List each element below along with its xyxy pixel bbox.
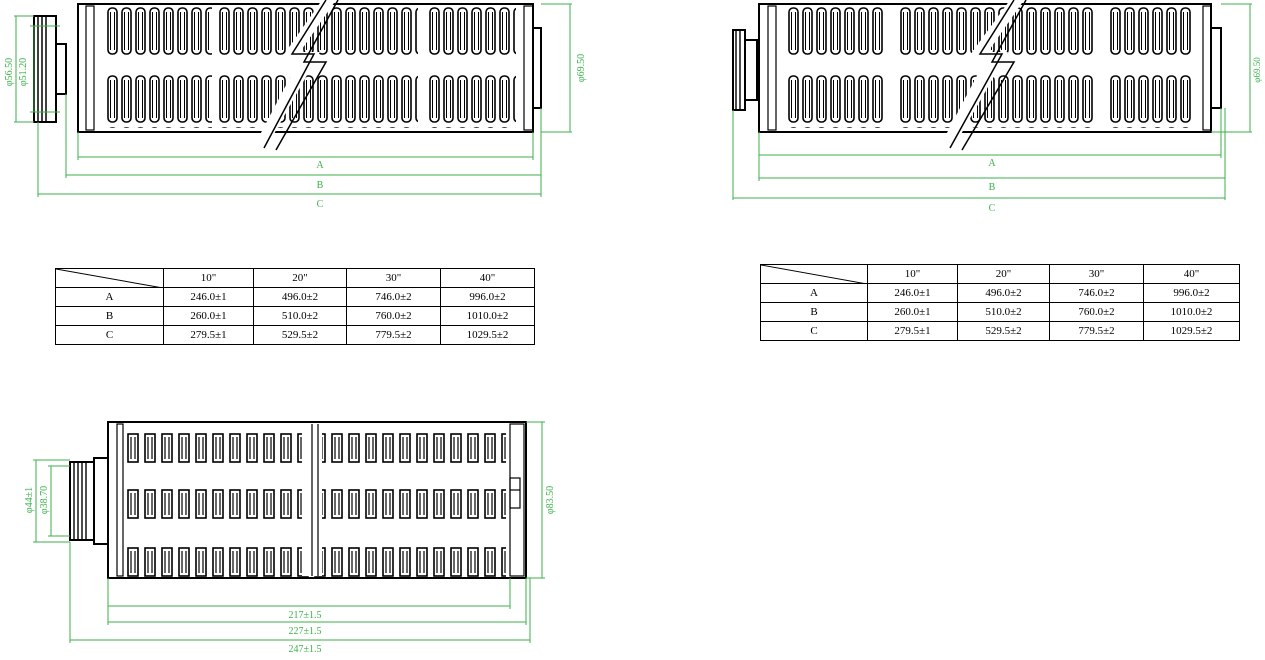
- table-cell: 996.0±2: [440, 287, 535, 307]
- table-cell: 760.0±2: [346, 306, 441, 326]
- table-cell: 1010.0±2: [440, 306, 535, 326]
- diameter-label-d3-body: φ83.50: [545, 486, 556, 514]
- cartridge-drawing-2: [732, 0, 1222, 151]
- dimensions-drawing-1: [14, 3, 572, 197]
- cartridge-drawing-3: [69, 421, 527, 580]
- table-cell: 529.5±2: [957, 321, 1050, 341]
- row-label: A: [760, 283, 868, 303]
- table-cell: 529.5±2: [253, 325, 347, 345]
- table-cell: 279.5±1: [163, 325, 254, 345]
- table-cell: 260.0±1: [867, 302, 958, 322]
- diameter-label-d1-outer: φ56.50: [4, 58, 15, 86]
- table-cell: 996.0±2: [1143, 283, 1240, 303]
- diameter-label-d3-inner: φ38.70: [39, 486, 50, 514]
- diameter-label-d3-thread: φ44±1: [24, 487, 35, 513]
- table-cell: 760.0±2: [1049, 302, 1144, 322]
- table-cell: 246.0±1: [163, 287, 254, 307]
- table-cell: 246.0±1: [867, 283, 958, 303]
- table-cell: 1010.0±2: [1143, 302, 1240, 322]
- row-label: B: [760, 302, 868, 322]
- table-row: A 246.0±1 496.0±2 746.0±2 996.0±2: [55, 287, 535, 307]
- table-header-row: 10" 20" 30" 40": [55, 268, 535, 288]
- table-corner-cell: [760, 264, 868, 284]
- table-cell: 496.0±2: [957, 283, 1050, 303]
- row-label: A: [55, 287, 164, 307]
- dim-label-d2-b: B: [989, 182, 996, 193]
- diameter-label-d1-body: φ69.50: [576, 54, 587, 82]
- column-header: 10": [867, 264, 958, 284]
- column-header: 30": [1049, 264, 1144, 284]
- dim-label-d2-c: C: [989, 203, 996, 214]
- table-row: B 260.0±1 510.0±2 760.0±2 1010.0±2: [760, 302, 1240, 322]
- column-header: 40": [440, 268, 535, 288]
- dim-label-d3-217: 217±1.5: [289, 610, 322, 621]
- table-row: C 279.5±1 529.5±2 779.5±2 1029.5±2: [760, 321, 1240, 341]
- table-cell: 779.5±2: [346, 325, 441, 345]
- row-label: C: [55, 325, 164, 345]
- table-cell: 260.0±1: [163, 306, 254, 326]
- table-cell: 1029.5±2: [1143, 321, 1240, 341]
- row-label: B: [55, 306, 164, 326]
- dim-label-d1-a: A: [316, 160, 324, 171]
- table-corner-cell: [55, 268, 164, 288]
- table-cell: 746.0±2: [1049, 283, 1144, 303]
- dim-label-d3-247: 247±1.5: [289, 644, 322, 655]
- diameter-label-d1-inner: φ51.20: [18, 58, 29, 86]
- column-header: 20": [253, 268, 347, 288]
- diameter-label-d2-body: φ69.50: [1252, 57, 1262, 83]
- table-cell: 1029.5±2: [440, 325, 535, 345]
- table-cell: 779.5±2: [1049, 321, 1144, 341]
- spec-table-1: 10" 20" 30" 40" A 246.0±1 496.0±2 746.0±…: [55, 268, 535, 345]
- spec-table-2: 10" 20" 30" 40" A 246.0±1 496.0±2 746.0±…: [760, 264, 1240, 341]
- table-header-row: 10" 20" 30" 40": [760, 264, 1240, 284]
- table-row: B 260.0±1 510.0±2 760.0±2 1010.0±2: [55, 306, 535, 326]
- dim-label-d1-c: C: [317, 199, 324, 210]
- table-cell: 496.0±2: [253, 287, 347, 307]
- table-cell: 510.0±2: [253, 306, 347, 326]
- row-label: C: [760, 321, 868, 341]
- cartridge-drawing-1: [33, 0, 542, 151]
- column-header: 40": [1143, 264, 1240, 284]
- dim-label-d3-227: 227±1.5: [289, 626, 322, 637]
- dimensions-drawing-3: [33, 421, 545, 643]
- table-cell: 746.0±2: [346, 287, 441, 307]
- dim-label-d1-b: B: [317, 180, 324, 191]
- column-header: 30": [346, 268, 441, 288]
- table-cell: 279.5±1: [867, 321, 958, 341]
- table-cell: 510.0±2: [957, 302, 1050, 322]
- column-header: 10": [163, 268, 254, 288]
- dim-label-d2-a: A: [988, 158, 996, 169]
- column-header: 20": [957, 264, 1050, 284]
- dimensions-drawing-2: [732, 3, 1252, 200]
- table-row: A 246.0±1 496.0±2 746.0±2 996.0±2: [760, 283, 1240, 303]
- table-row: C 279.5±1 529.5±2 779.5±2 1029.5±2: [55, 325, 535, 345]
